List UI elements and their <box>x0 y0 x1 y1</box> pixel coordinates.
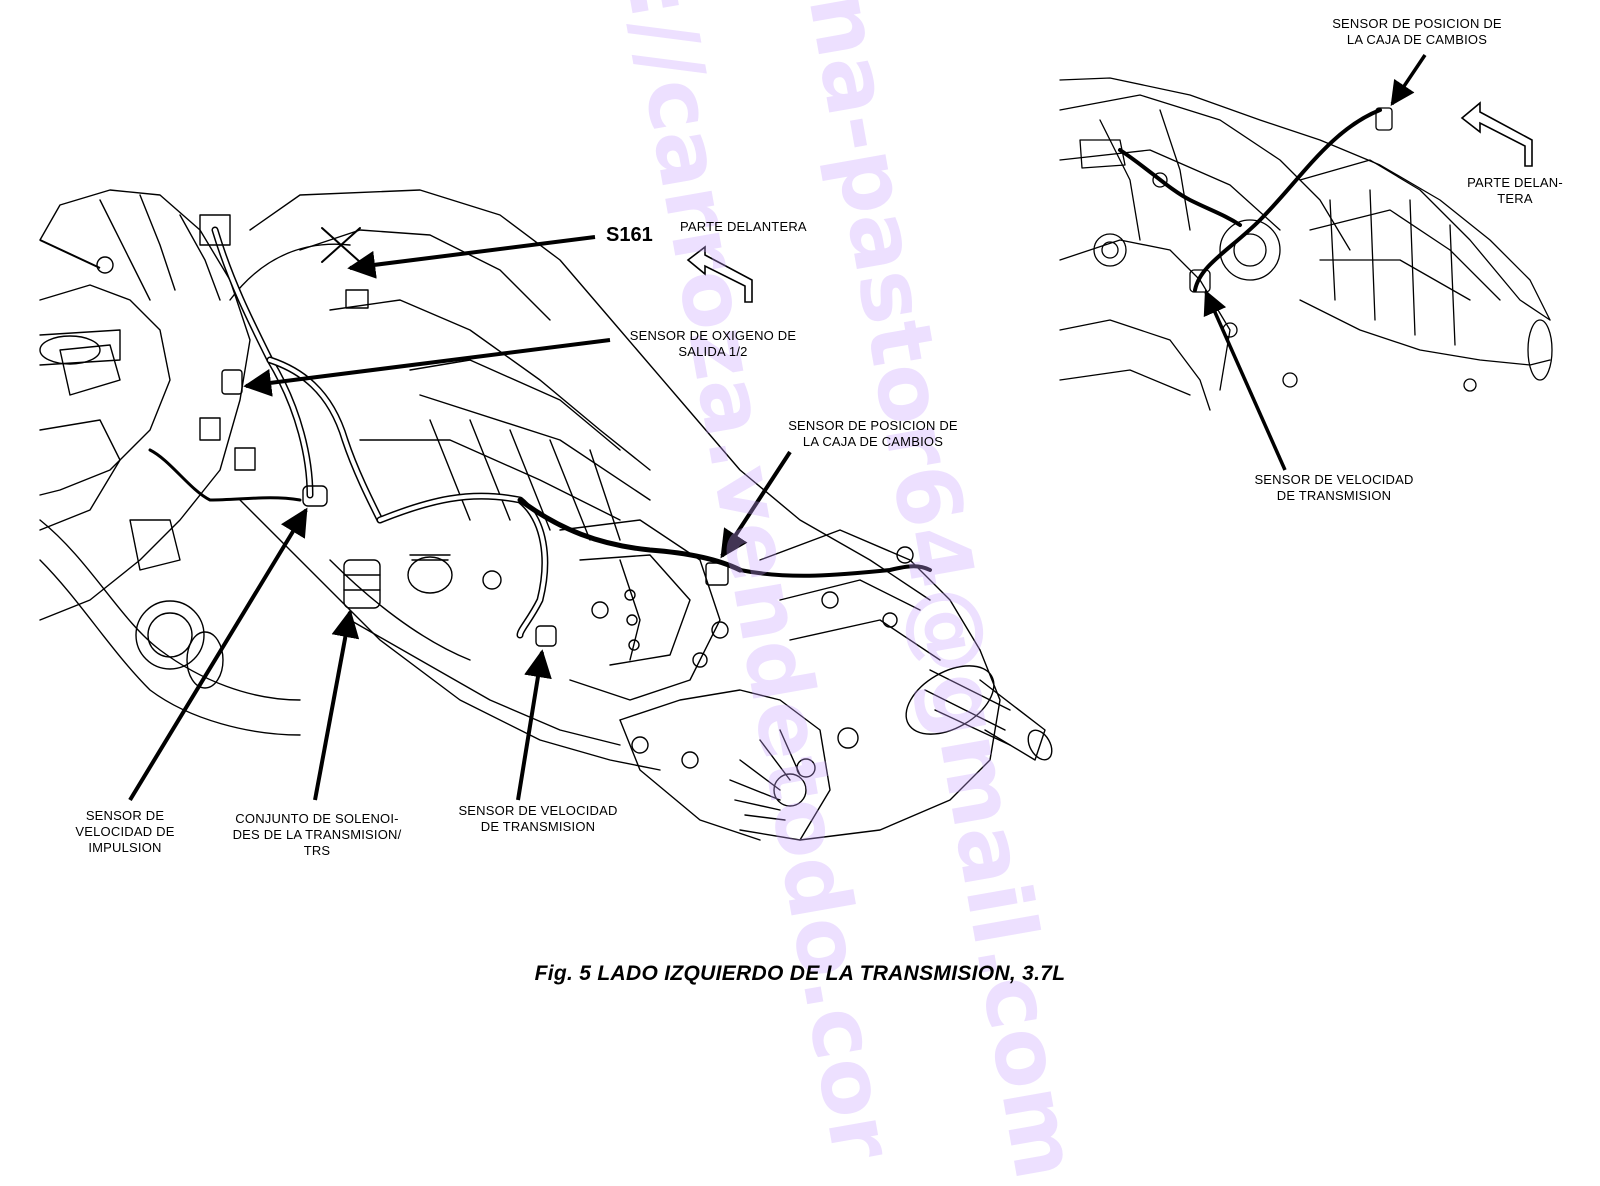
label-range-sensor: SENSOR DE POSICION DE LA CAJA DE CAMBIOS <box>788 418 958 449</box>
inset-label-output-speed-sensor: SENSOR DE VELOCIDAD DE TRANSMISION <box>1254 472 1414 503</box>
front-direction-arrow <box>686 245 753 303</box>
diagram-page: ://carroza.vendetodo.cor na-pastor64@gma… <box>39 0 1563 1186</box>
label-input-speed-sensor: SENSOR DE VELOCIDAD DE IMPULSION <box>75 808 175 855</box>
label-front: PARTE DELANTERA <box>680 219 807 234</box>
label-output-speed-sensor: SENSOR DE VELOCIDAD DE TRANSMISION <box>458 803 618 834</box>
figure-caption: Fig. 5 LADO IZQUIERDO DE LA TRANSMISION,… <box>534 962 1066 985</box>
inset-leader-lines <box>1203 54 1427 471</box>
inset-label-front: PARTE DELAN- TERA <box>1467 175 1563 206</box>
main-leader-lines <box>39 235 792 802</box>
label-oxygen-sensor: SENSOR DE OXIGENO DE SALIDA 1/2 <box>629 328 797 359</box>
main-transmission-drawing <box>39 189 1053 841</box>
callout-s161: S161 <box>606 224 653 246</box>
inset-transmission-drawing <box>1059 77 1553 411</box>
inset-label-range-sensor: SENSOR DE POSICION DE LA CAJA DE CAMBIOS <box>1332 16 1502 47</box>
inset-front-direction-arrow <box>1460 101 1533 167</box>
transmission-line-art <box>39 54 1553 841</box>
label-solenoid-assembly: CONJUNTO DE SOLENOI- DES DE LA TRANSMISI… <box>232 811 402 858</box>
